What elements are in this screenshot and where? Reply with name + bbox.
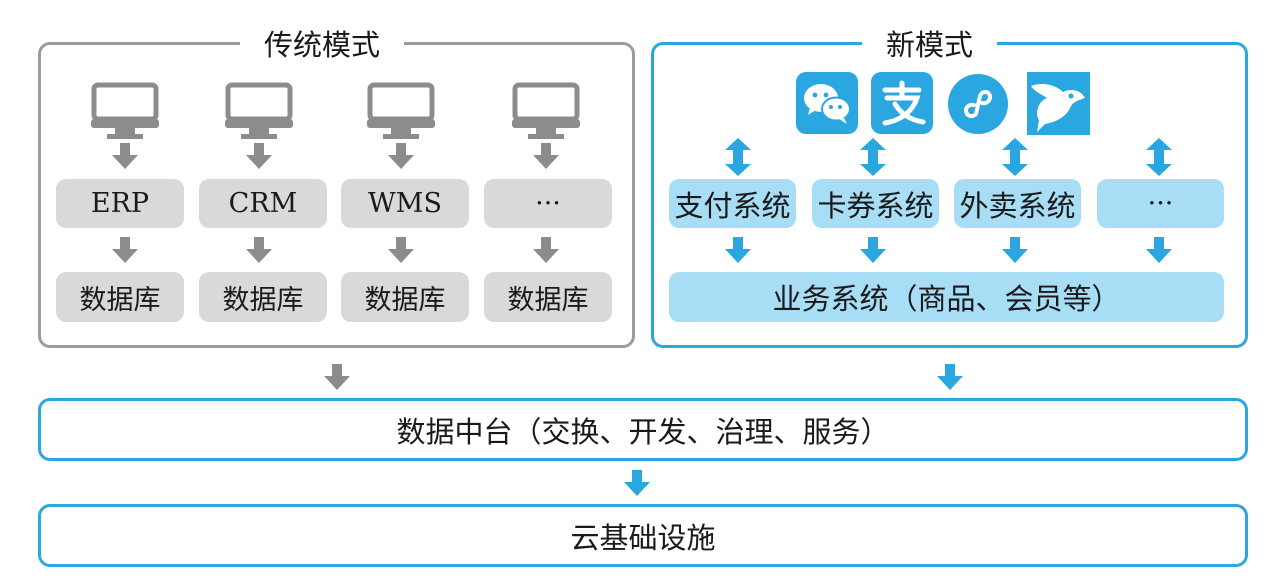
monitor-icon xyxy=(225,82,293,139)
database-box: 数据库 xyxy=(56,272,184,322)
arrow-down-icon xyxy=(1002,237,1028,263)
arrow-down-icon xyxy=(624,470,650,496)
bidirectional-arrow-icon xyxy=(1146,138,1172,176)
wechat-icon xyxy=(796,72,858,134)
arrow-down-icon xyxy=(1146,237,1172,263)
system-box-more: ··· xyxy=(484,179,612,228)
database-box: 数据库 xyxy=(484,272,612,322)
arrow-down-icon xyxy=(860,237,886,263)
monitor-icon xyxy=(367,82,435,139)
monitor-icon xyxy=(91,82,159,139)
arrow-down-icon xyxy=(324,364,350,390)
system-box-more: ··· xyxy=(1097,179,1224,228)
traditional-mode-title: 传统模式 xyxy=(240,27,405,63)
arrow-down-icon xyxy=(388,143,414,169)
monitor-icon xyxy=(512,82,580,139)
system-box-payment: 支付系统 xyxy=(669,179,796,228)
ele-me-icon xyxy=(1027,72,1090,135)
database-box: 数据库 xyxy=(341,272,469,322)
mini-program-icon xyxy=(948,74,1008,134)
arrow-down-icon xyxy=(246,237,272,263)
arrow-down-icon xyxy=(937,364,963,390)
arrow-down-icon xyxy=(533,237,559,263)
arrow-down-icon xyxy=(725,237,751,263)
arrow-down-icon xyxy=(388,237,414,263)
arrow-down-icon xyxy=(246,143,272,169)
business-system-box: 业务系统（商品、会员等） xyxy=(669,272,1224,322)
arrow-down-icon xyxy=(533,143,559,169)
system-box-delivery: 外卖系统 xyxy=(954,179,1081,228)
system-box-coupon: 卡券系统 xyxy=(812,179,939,228)
bidirectional-arrow-icon xyxy=(1002,138,1028,176)
arrow-down-icon xyxy=(112,143,138,169)
cloud-infrastructure-bar: 云基础设施 xyxy=(38,504,1248,567)
bidirectional-arrow-icon xyxy=(860,138,886,176)
system-box-erp: ERP xyxy=(56,179,184,228)
database-box: 数据库 xyxy=(199,272,327,322)
alipay-icon xyxy=(871,72,933,134)
system-box-crm: CRM xyxy=(199,179,327,228)
data-platform-bar: 数据中台（交换、开发、治理、服务） xyxy=(38,398,1248,461)
arrow-down-icon xyxy=(112,237,138,263)
system-box-wms: WMS xyxy=(341,179,469,228)
bidirectional-arrow-icon xyxy=(725,138,751,176)
new-mode-title: 新模式 xyxy=(862,27,998,63)
